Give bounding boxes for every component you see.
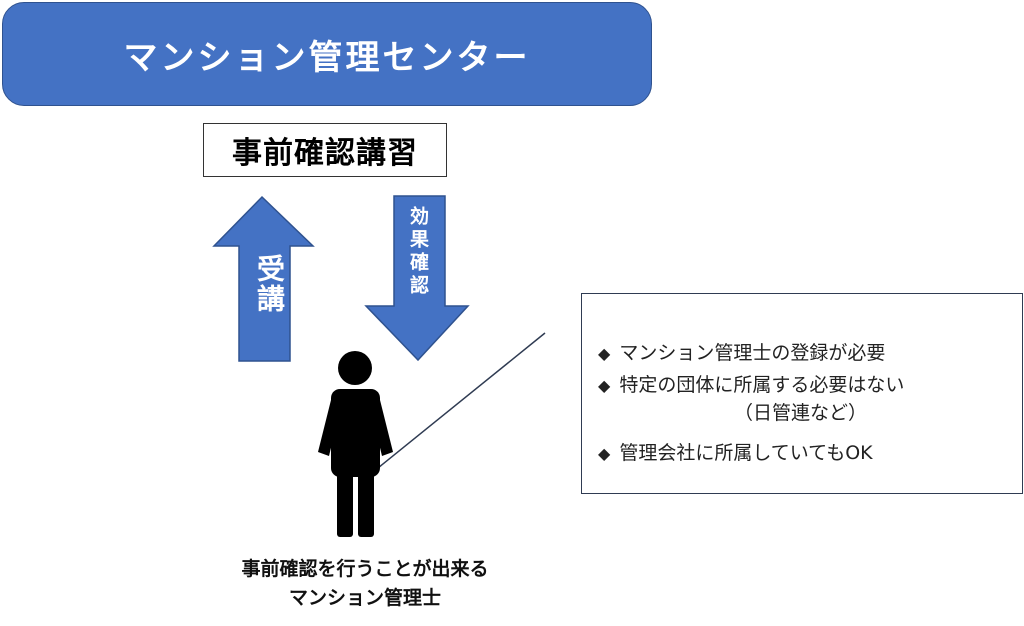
diamond-bullet-icon: ◆ <box>598 344 611 363</box>
effect-check-label: 効果確認 <box>407 206 429 298</box>
connector-line <box>377 332 546 469</box>
requirements-box: ◆ マンション管理士の登録が必要 ◆ 特定の団体に所属する必要はない （日管連など）… <box>581 293 1023 494</box>
down-arrow <box>364 195 470 362</box>
course-box: 事前確認講習 <box>203 123 447 177</box>
management-center-banner: マンション管理センター <box>2 2 652 106</box>
banner-title: マンション管理センター <box>123 37 531 78</box>
requirement-item: ◆ 特定の団体に所属する必要はない <box>598 370 904 397</box>
requirement-text: マンション管理士の登録が必要 <box>619 342 886 364</box>
course-label: 事前確認講習 <box>232 136 418 171</box>
caption-line-1: 事前確認を行うことが出来る <box>241 558 489 580</box>
requirement-note: （日管連など） <box>734 402 868 424</box>
diamond-bullet-icon: ◆ <box>598 376 611 395</box>
caption-line-2: マンション管理士 <box>288 587 441 609</box>
requirement-item: ◆ マンション管理士の登録が必要 <box>598 338 885 365</box>
requirement-text: 管理会社に所属していてもOK <box>619 442 873 464</box>
person-caption: 事前確認を行うことが出来る マンション管理士 <box>175 555 555 613</box>
up-arrow <box>212 195 315 362</box>
requirement-item: ◆ 管理会社に所属していてもOK <box>598 438 873 465</box>
requirement-text: 特定の団体に所属する必要はない <box>619 374 905 396</box>
attend-label: 受講 <box>253 254 286 314</box>
person-icon <box>318 351 393 537</box>
diamond-bullet-icon: ◆ <box>598 444 611 463</box>
